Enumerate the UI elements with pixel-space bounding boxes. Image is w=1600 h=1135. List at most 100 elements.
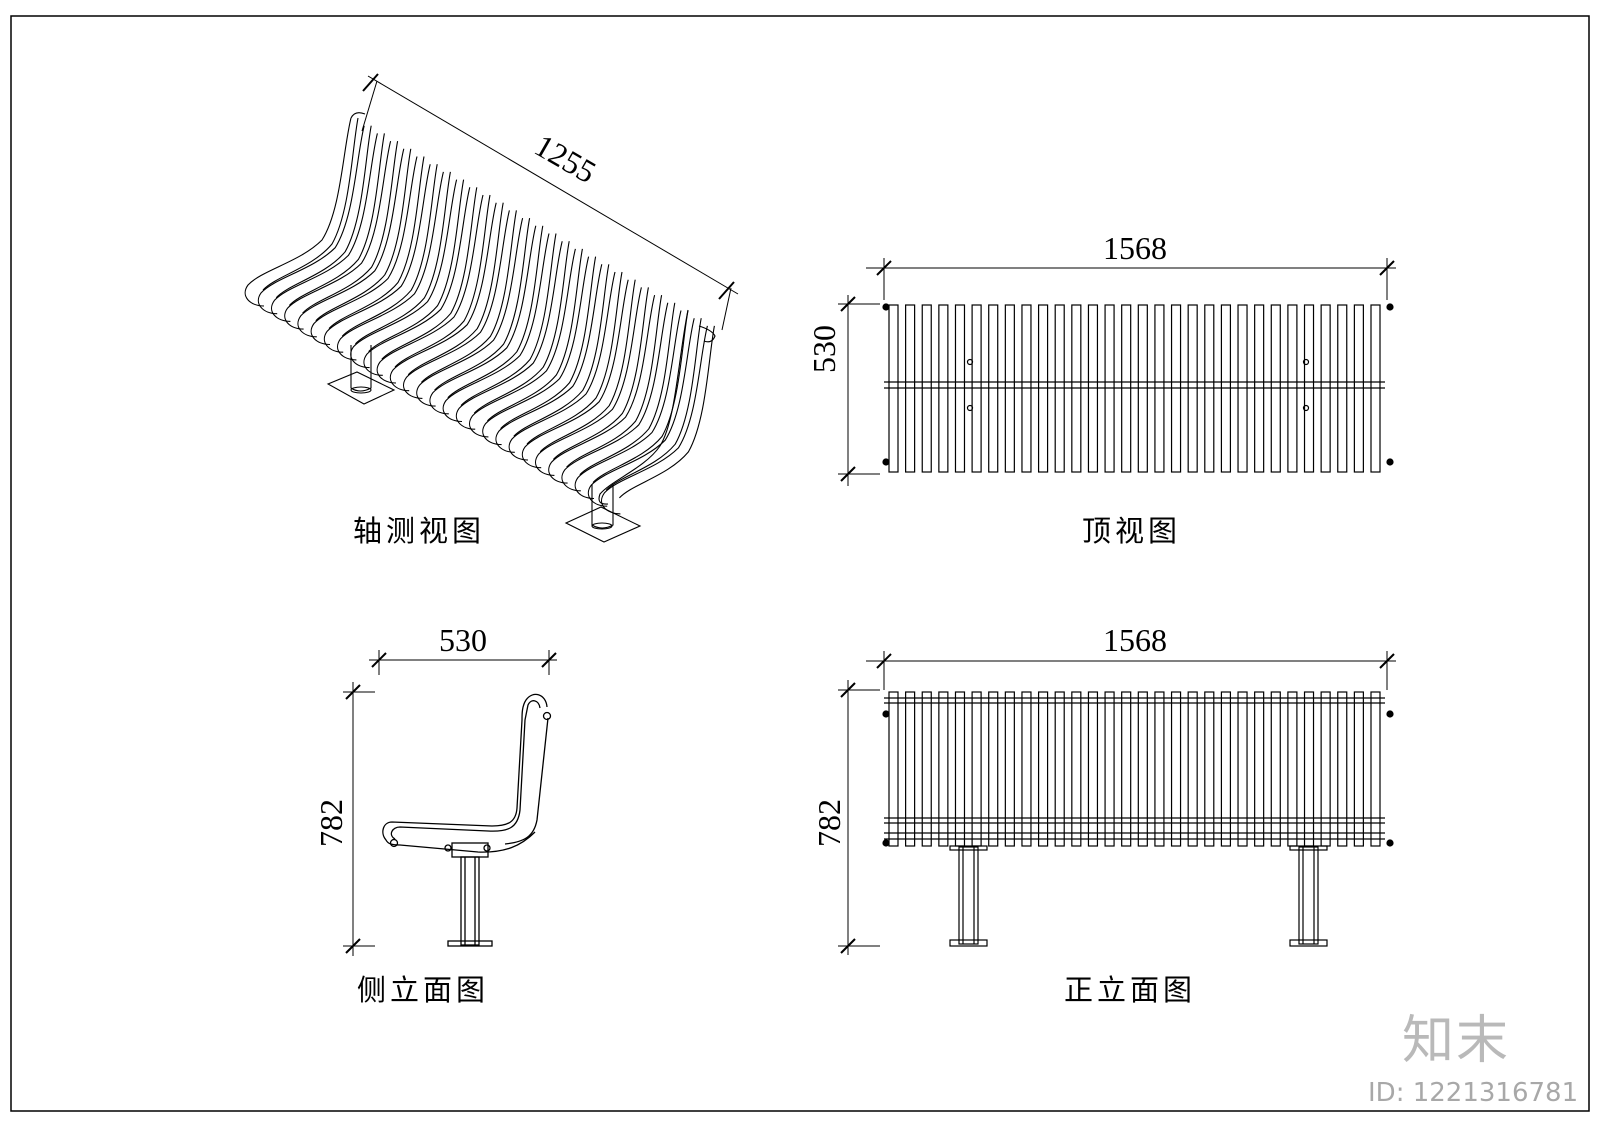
slat <box>350 179 458 369</box>
slat <box>1353 691 1364 847</box>
top-dim-depth-label: 530 <box>806 325 842 373</box>
slat <box>434 217 531 391</box>
slat <box>389 202 497 392</box>
sheet-border <box>10 15 1590 1112</box>
top-view <box>838 258 1396 486</box>
front-dim-height-label: 782 <box>811 799 847 847</box>
slat <box>921 691 932 847</box>
bolt <box>1386 458 1394 466</box>
slat <box>275 125 372 299</box>
bolt <box>966 358 974 366</box>
slat <box>363 187 471 376</box>
slat <box>579 302 676 476</box>
slat <box>442 233 550 423</box>
side-profile-inner <box>504 717 549 845</box>
slat <box>605 318 702 491</box>
slat <box>310 156 418 346</box>
slat <box>1037 691 1049 847</box>
front-dim-height <box>838 680 880 955</box>
caption-front-elevation: 正立面图 <box>1064 973 1197 1007</box>
bolt <box>882 839 890 847</box>
bolt <box>1386 303 1394 311</box>
image-id-label: ID: 1221316781 <box>1368 1078 1579 1108</box>
top-dim-depth <box>838 295 880 486</box>
bolt <box>483 844 491 852</box>
slat <box>587 318 695 507</box>
slat <box>539 279 636 453</box>
slat <box>1370 691 1381 847</box>
slat <box>1004 691 1015 847</box>
slat <box>455 241 563 430</box>
slat <box>337 171 444 361</box>
bolt <box>966 404 974 412</box>
frame <box>598 309 689 505</box>
slat <box>1270 691 1281 847</box>
side-leg <box>447 856 493 947</box>
slat <box>618 325 715 499</box>
front-dim-width-label: 1568 <box>1103 622 1167 658</box>
slat <box>521 279 629 469</box>
slat <box>297 148 405 338</box>
side-profile-inner <box>390 700 541 840</box>
slat <box>552 287 649 460</box>
brand-logo: 知末 <box>1402 1011 1511 1071</box>
slat <box>420 210 517 383</box>
slat <box>1121 691 1132 847</box>
front-elevation-slats <box>888 691 1381 847</box>
slat <box>561 302 669 492</box>
slat <box>513 264 610 437</box>
axo-dim-length <box>361 73 739 331</box>
slat <box>328 156 425 329</box>
bolt <box>882 458 890 466</box>
slat <box>341 164 438 337</box>
side-profile-outer <box>382 693 548 853</box>
slat <box>486 248 583 422</box>
front-leg-left <box>949 845 988 947</box>
slat <box>1254 691 1265 847</box>
slat <box>381 187 478 360</box>
slat <box>1237 691 1248 847</box>
slat <box>482 256 590 446</box>
slat <box>1054 691 1065 847</box>
front-elevation <box>838 651 1396 955</box>
slat <box>354 171 451 345</box>
slat <box>905 691 916 847</box>
slat <box>376 194 484 384</box>
slat <box>938 691 949 847</box>
side-dim-height-label: 782 <box>313 799 349 847</box>
slat <box>1104 691 1115 847</box>
axo-leg-left <box>326 345 396 405</box>
side-dim-height <box>343 682 375 956</box>
slat <box>1087 691 1099 847</box>
slat <box>601 325 708 515</box>
slat <box>315 148 412 322</box>
slat <box>407 202 504 376</box>
bolt <box>389 838 399 848</box>
top-dim-width-label: 1568 <box>1103 230 1167 266</box>
bolt <box>1302 404 1310 412</box>
slat <box>271 133 378 322</box>
bolt <box>1302 358 1310 366</box>
slat <box>888 691 899 847</box>
bolt <box>1386 710 1394 718</box>
slat <box>988 691 999 847</box>
slat <box>495 264 603 453</box>
slat <box>288 133 385 306</box>
slat <box>447 225 544 399</box>
slat <box>473 241 570 414</box>
slat <box>566 294 663 468</box>
bolt <box>542 711 552 721</box>
slat <box>323 164 431 353</box>
slat <box>368 179 465 352</box>
side-dim-depth-label: 530 <box>439 622 487 658</box>
slat <box>1337 691 1348 847</box>
slat <box>403 210 510 399</box>
slat <box>548 294 656 484</box>
axo-leg-right <box>564 484 642 543</box>
slat <box>1071 691 1082 847</box>
front-leg-right <box>1289 845 1328 947</box>
slat <box>262 117 359 291</box>
caption-side-elevation: 侧立面图 <box>357 973 490 1007</box>
